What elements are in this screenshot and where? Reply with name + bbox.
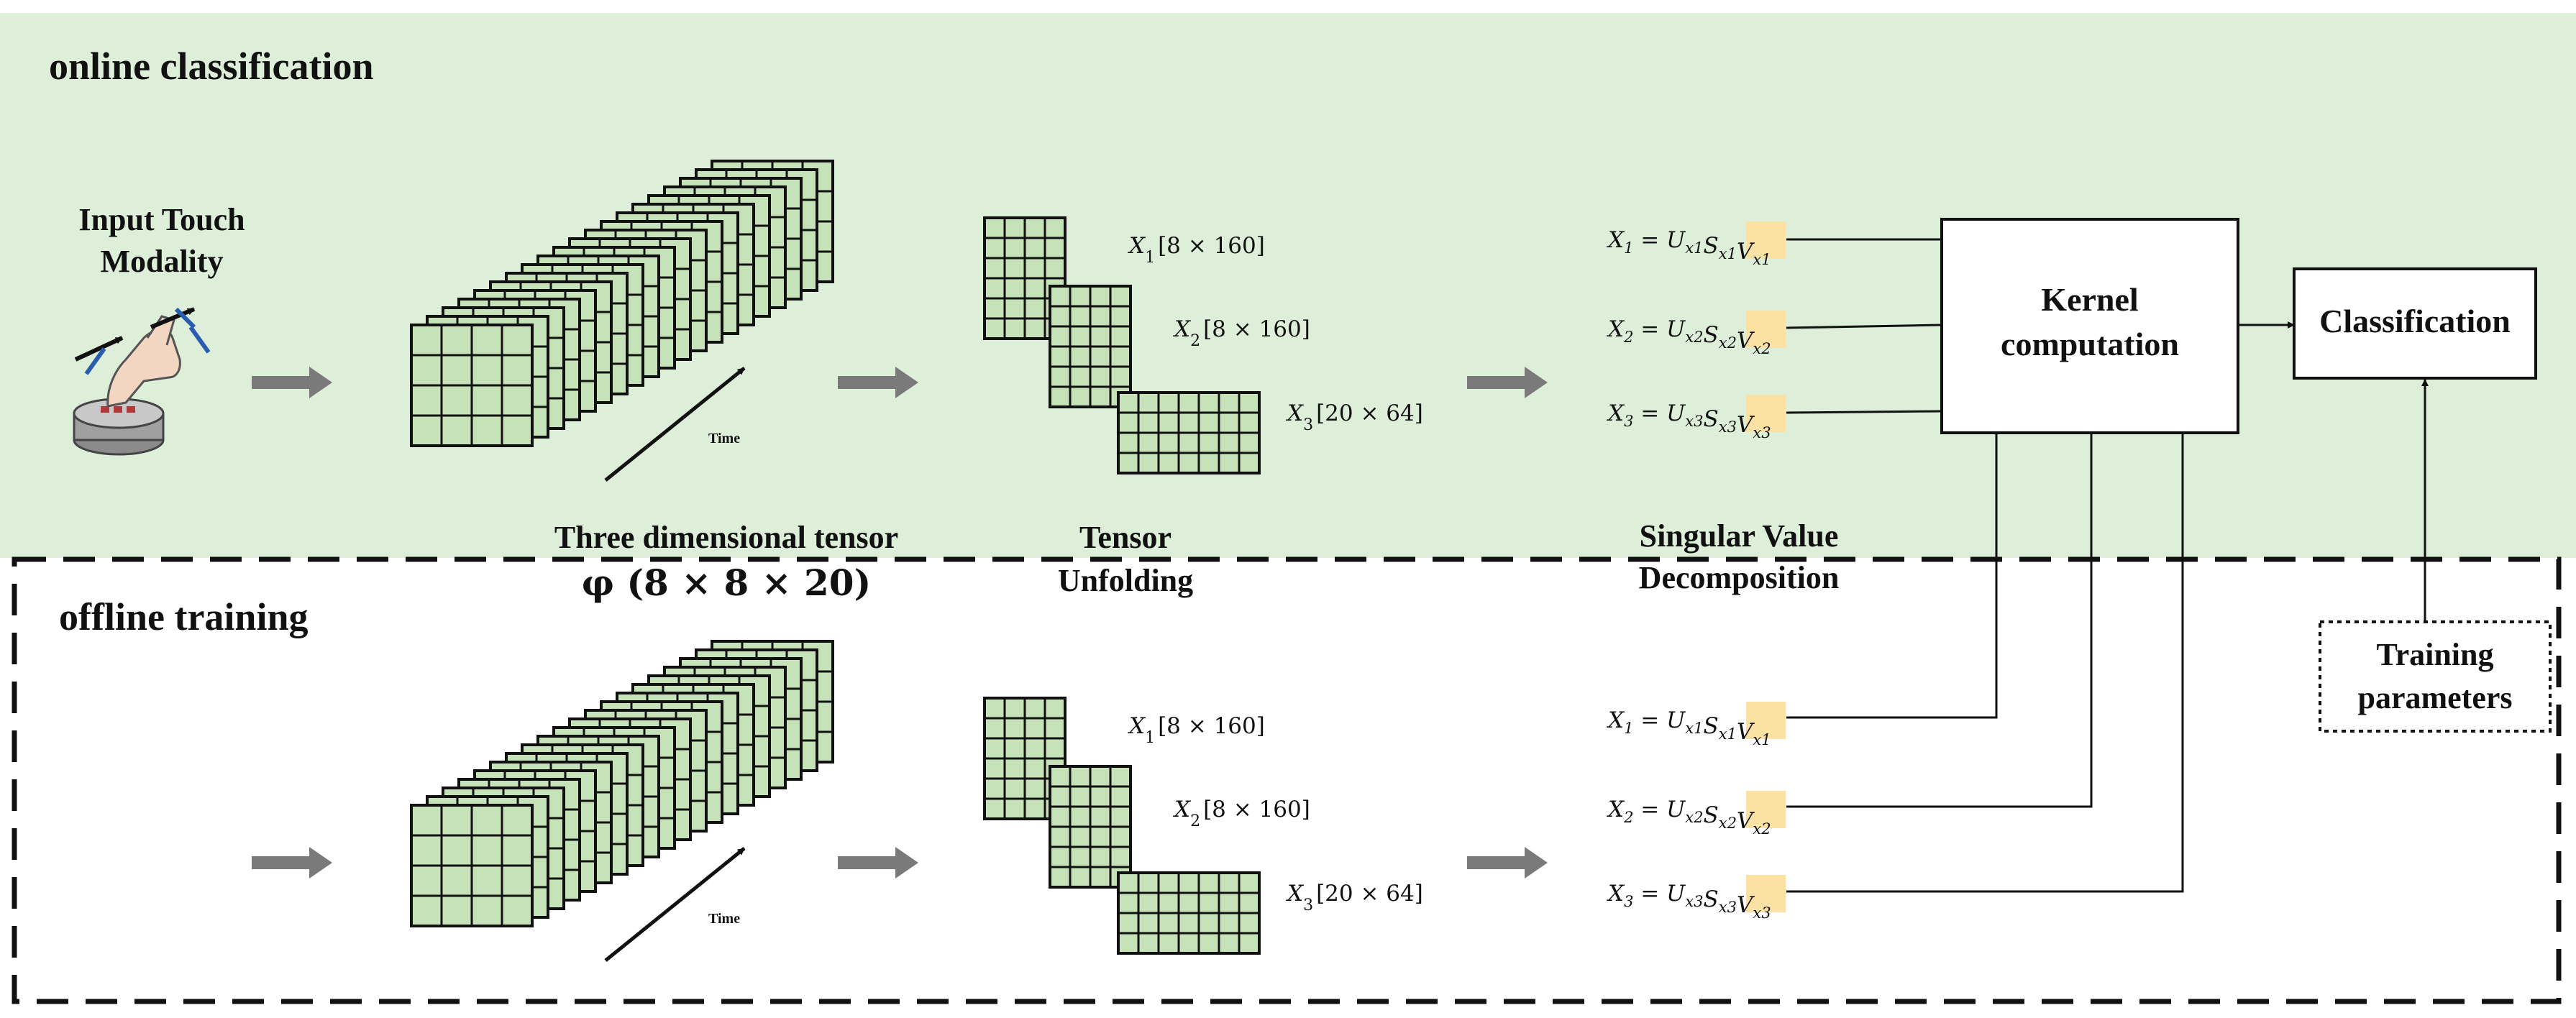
tensor-caption-line1: Three dimensional tensor	[554, 520, 898, 555]
svg-text:X1 = Ux1Sx1Vx1: X1 = Ux1Sx1Vx1	[1607, 707, 1771, 748]
online-tensor-stack	[410, 160, 834, 447]
offline-eq2-to-kernel	[1786, 433, 2093, 808]
svd-caption-line2: Decomposition	[1639, 560, 1840, 595]
offline-eq3-to-kernel	[1786, 433, 2184, 893]
training-parameters-box	[2319, 620, 2552, 733]
finger-pressing-touch-sensor-icon	[73, 307, 211, 456]
offline-tensor-stack	[410, 640, 834, 927]
offline-label-x2: X2[8 × 160]	[1173, 797, 1310, 830]
kernel-label-line2: computation	[2001, 326, 2179, 362]
online-arrow-unfolding-to-svd	[1467, 367, 1548, 398]
offline-tensor-front-slice	[410, 804, 534, 927]
online-eq2-to-kernel	[1786, 324, 1942, 329]
v-highlight	[1746, 702, 1786, 739]
online-unfold-x1	[983, 216, 1067, 340]
kernel-computation-box	[1940, 218, 2239, 434]
offline-section-border	[12, 556, 2562, 1004]
input-label-line2: Modality	[100, 244, 223, 279]
v-highlight	[1746, 311, 1786, 348]
offline-unfold-x3	[1117, 871, 1261, 955]
connector-lines	[1786, 238, 2184, 893]
tensor-caption-line2: φ (8 × 8 × 20)	[582, 561, 872, 604]
offline-label-x3: X3[20 × 64]	[1286, 881, 1423, 914]
svg-text:X3 = Ux3Sx3Vx3: X3 = Ux3Sx3Vx3	[1607, 400, 1771, 441]
offline-time-axis-arrow	[604, 847, 746, 962]
online-time-axis-arrow	[604, 367, 746, 482]
offline-svd-eq3: X3 = Ux3Sx3Vx3	[1607, 875, 1786, 922]
svg-text:X3 = Ux3Sx3Vx3: X3 = Ux3Sx3Vx3	[1607, 881, 1771, 922]
offline-arrow-input-to-tensor	[252, 847, 332, 879]
training-label-line1: Training	[2376, 637, 2493, 672]
online-svd-eq2: X2 = Ux2Sx2Vx2	[1607, 311, 1786, 357]
offline-eq1-to-kernel	[1786, 433, 1998, 719]
v-highlight	[1746, 791, 1786, 828]
classification-label: Classification	[2319, 303, 2511, 339]
offline-time-label: Time	[708, 911, 740, 927]
svd-caption-line1: Singular Value	[1640, 518, 1839, 554]
online-unfold-x2	[1049, 285, 1132, 408]
v-highlight	[1746, 875, 1786, 912]
offline-unfold-x2	[1049, 765, 1132, 889]
unfolding-caption-line1: Tensor	[1079, 520, 1171, 555]
svg-text:X1 = Ux1Sx1Vx1: X1 = Ux1Sx1Vx1	[1607, 227, 1771, 268]
online-section-title: online classification	[49, 45, 374, 88]
online-svd-eq3: X3 = Ux3Sx3Vx3	[1607, 395, 1786, 441]
online-tensor-front-slice	[410, 324, 534, 447]
v-highlight	[1746, 221, 1786, 259]
online-unfold-x3	[1117, 391, 1261, 474]
offline-arrow-unfolding-to-svd	[1467, 847, 1548, 879]
offline-section-title: offline training	[59, 595, 309, 638]
online-arrow-tensor-to-unfolding	[838, 367, 918, 398]
online-arrow-input-to-tensor	[252, 367, 332, 398]
offline-arrow-tensor-to-unfolding	[838, 847, 918, 879]
offline-svd-eq1: X1 = Ux1Sx1Vx1	[1607, 702, 1786, 748]
svg-text:X2 = Ux2Sx2Vx2: X2 = Ux2Sx2Vx2	[1607, 797, 1771, 838]
online-time-label: Time	[708, 431, 740, 446]
input-label-line1: Input Touch	[78, 202, 245, 237]
v-highlight	[1746, 395, 1786, 432]
offline-pipeline: Time X1[8 × 160] X2[8 × 160] X3[20 × 64] X1 …	[252, 640, 1786, 962]
online-svd-eq1: X1 = Ux1Sx1Vx1	[1607, 221, 1786, 268]
training-label-line2: parameters	[2357, 680, 2512, 715]
kernel-label-line1: Kernel	[2041, 281, 2138, 318]
offline-svd-eq2: X2 = Ux2Sx2Vx2	[1607, 791, 1786, 838]
svg-text:X2 = Ux2Sx2Vx2: X2 = Ux2Sx2Vx2	[1607, 316, 1771, 357]
offline-label-x1: X1[8 × 160]	[1128, 713, 1265, 747]
online-eq3-to-kernel	[1786, 410, 1942, 414]
unfolding-caption-line2: Unfolding	[1058, 563, 1193, 598]
